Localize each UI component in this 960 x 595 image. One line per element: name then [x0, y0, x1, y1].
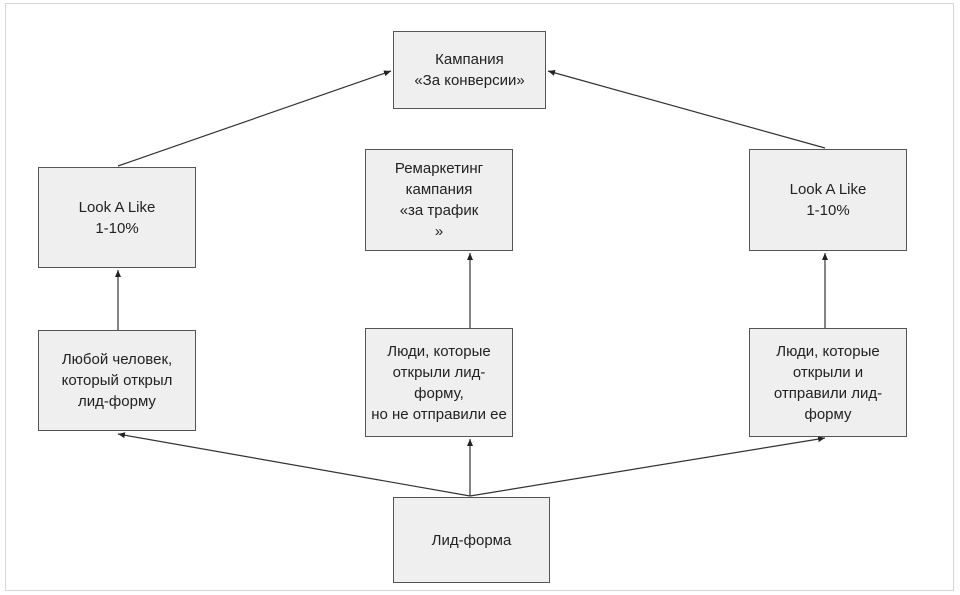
node-label: Лид-форма: [431, 531, 512, 549]
arrow-leadform-to-opened-and-sent: [469, 436, 826, 497]
node-label: Любой человек, который открыл лид-форму: [61, 351, 173, 410]
node-label: Люди, которые открыли лид-форму, но не о…: [371, 342, 507, 423]
node-any-person: Любой человек, который открыл лид-форму: [38, 330, 196, 431]
node-opened-not-sent: Люди, которые открыли лид-форму, но не о…: [365, 328, 513, 437]
node-label: Люди, которые открыли и отправили лид- ф…: [773, 342, 883, 423]
node-remarketing: Ремаркетинг кампания «за трафик »: [365, 149, 513, 251]
node-label: Ремаркетинг кампания «за трафик »: [394, 160, 484, 240]
node-opened-and-sent: Люди, которые открыли и отправили лид- ф…: [749, 328, 907, 437]
node-label: Look A Like 1-10%: [789, 181, 867, 219]
node-label: Кампания «За конверсии»: [414, 51, 525, 89]
arrow-leadform-to-any-person: [117, 432, 471, 497]
node-lal-right: Look A Like 1-10%: [749, 149, 907, 251]
arrow-lal-left-to-campaign: [117, 70, 392, 167]
arrow-lal-right-to-campaign: [547, 69, 826, 149]
node-campaign: Кампания «За конверсии»: [393, 31, 546, 109]
diagram-frame: [5, 3, 954, 591]
node-lal-left: Look A Like 1-10%: [38, 167, 196, 268]
node-label: Look A Like 1-10%: [78, 198, 156, 237]
node-lead-form: Лид-форма: [393, 497, 550, 583]
